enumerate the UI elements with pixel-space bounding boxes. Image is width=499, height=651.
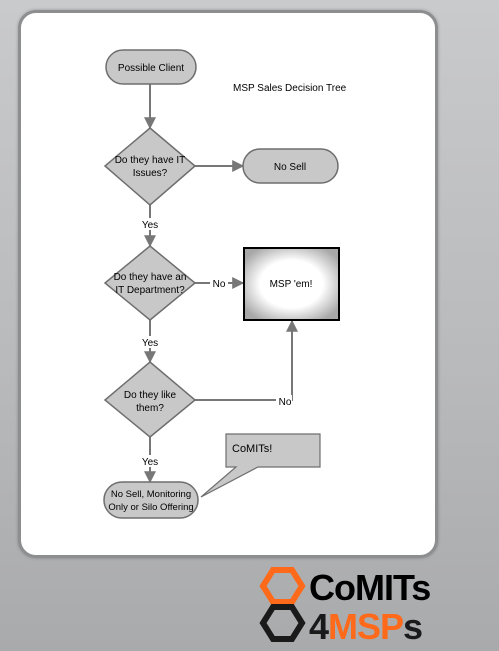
no-sell-node [242, 148, 339, 184]
no-sell-node-label: No Sell [274, 162, 306, 173]
decision-it-issues-line2: Issues? [133, 168, 168, 179]
callout-bubble [200, 433, 321, 498]
edge-q3-msp [195, 319, 298, 401]
decision-it-department-line2: IT Department? [115, 285, 185, 296]
logo-line2-accent: MSP [328, 606, 403, 645]
callout-label: CoMITs! [232, 443, 272, 455]
edge-label-no3: No [279, 397, 292, 408]
end-node [103, 481, 199, 519]
decision-it-department [103, 245, 197, 321]
decision-like-them-line2: them? [136, 403, 164, 414]
comits-logo: CoMITs 4MSPs [259, 567, 431, 645]
logo-line2-digit: 4 [309, 606, 329, 645]
decision-like-them [103, 361, 197, 438]
msp-node [243, 247, 340, 321]
msp-node-label: MSP 'em! [270, 279, 313, 290]
end-node-line1: No Sell, Monitoring [111, 489, 191, 500]
flowchart: MSP Sales Decision Tree Yes No Yes No Ye… [103, 49, 347, 519]
decision-like-them-line1: Do they like [124, 390, 177, 401]
start-node-label: Possible Client [118, 63, 184, 74]
logo-line2: 4MSPs [309, 606, 422, 645]
decision-it-issues [103, 127, 197, 206]
start-node [105, 49, 197, 85]
end-node-line2: Only or Silo Offering [108, 502, 193, 513]
edge-label-no2: No [213, 279, 226, 290]
logo-hexagon-top-icon [259, 567, 306, 605]
logo-line2-tail: s [403, 606, 422, 645]
logo-hexagon-bottom-icon [259, 604, 306, 642]
edge-label-yes3: Yes [142, 457, 158, 468]
edge-label-yes1: Yes [142, 220, 158, 231]
edge-label-yes2: Yes [142, 338, 158, 349]
decision-it-department-line1: Do they have an [114, 272, 187, 283]
logo-line1: CoMITs [309, 567, 430, 608]
diagram-title: MSP Sales Decision Tree [233, 83, 347, 94]
decision-it-issues-line1: Do they have IT [115, 155, 186, 166]
